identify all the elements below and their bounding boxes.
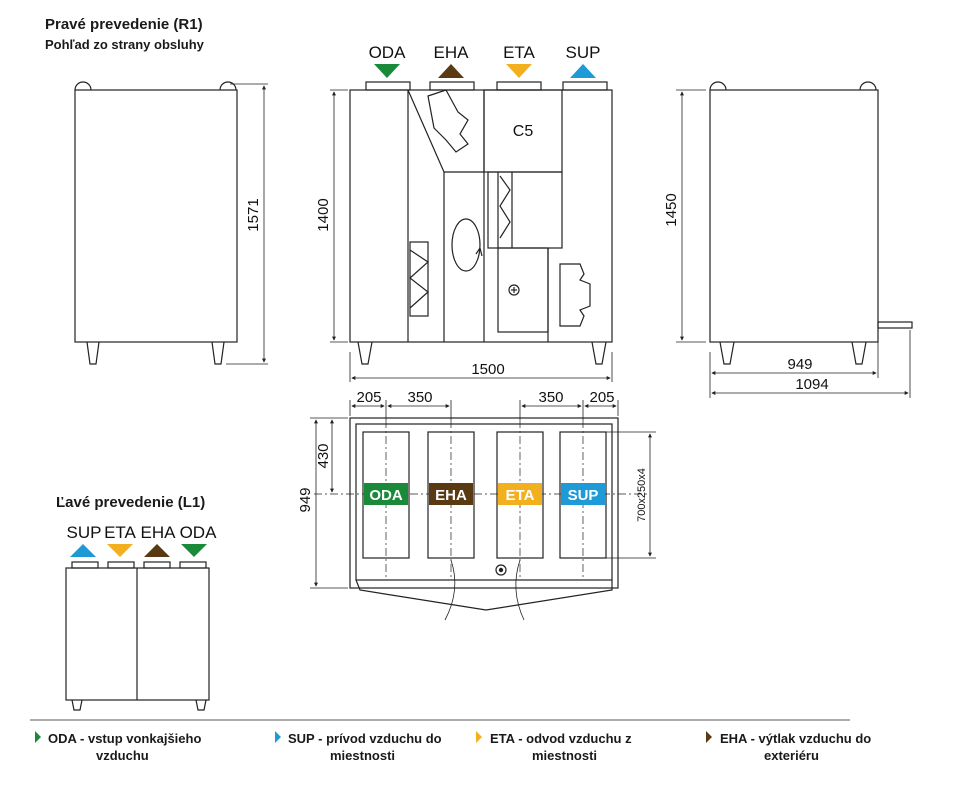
legend-eta-code: ETA	[490, 731, 515, 746]
dim-top-949: 949	[297, 487, 314, 512]
dim-top-205-left: 205	[356, 389, 381, 406]
legend-eta: ETA - odvod vzduchu z miestnosti	[490, 730, 690, 764]
l1-label-eha: EHA	[141, 523, 177, 542]
title-r1: Pravé prevedenie (R1)	[45, 16, 203, 33]
top-label-oda: ODA	[369, 487, 403, 504]
legend-eta-text: - odvod vzduchu z	[518, 731, 632, 746]
l1-label-oda: ODA	[180, 523, 218, 542]
port-label-sup: SUP	[566, 43, 601, 62]
left-side-view	[74, 81, 268, 365]
legend-eha-text2: exteriéru	[764, 748, 819, 763]
front-port-arrows	[374, 64, 596, 78]
dim-left-height: 1571	[245, 198, 262, 231]
dim-top-430: 430	[315, 443, 332, 468]
l1-port-arrows	[70, 544, 207, 557]
dim-right-depth: 949	[787, 356, 812, 373]
component-c5: C5	[513, 123, 534, 140]
dim-center-height: 1400	[315, 198, 332, 231]
legend-sup-text: - prívod vzduchu do	[318, 731, 442, 746]
legend-markers	[35, 731, 712, 743]
dim-top-205-right: 205	[589, 389, 614, 406]
legend-oda-text2: vzduchu	[96, 748, 149, 763]
l1-view	[65, 561, 210, 711]
title-l1: Ľavé prevedenie (L1)	[56, 494, 206, 511]
legend-oda-text: - vstup vonkajšieho	[80, 731, 202, 746]
dim-center-width: 1500	[471, 361, 504, 378]
top-label-eha: EHA	[435, 487, 467, 504]
legend-sup-text2: miestnosti	[330, 748, 396, 763]
dim-duct-size: 700x250x4	[636, 468, 648, 522]
l1-label-eta: ETA	[104, 523, 136, 542]
legend-eha: EHA - výtlak vzduchu do exteriéru	[720, 730, 935, 764]
top-label-sup: SUP	[568, 487, 599, 504]
port-label-oda: ODA	[369, 43, 407, 62]
legend-sup-code: SUP	[288, 731, 315, 746]
dim-top-350-left: 350	[407, 389, 432, 406]
legend-eha-text: - výtlak vzduchu do	[750, 731, 872, 746]
top-view	[310, 400, 656, 621]
subtitle-r1: Pohľad zo strany obsluhy	[45, 37, 204, 52]
legend-eha-code: EHA	[720, 731, 747, 746]
dim-top-350-right: 350	[538, 389, 563, 406]
front-view	[330, 81, 613, 382]
top-label-eta: ETA	[506, 487, 535, 504]
legend-oda: ODA - vstup vonkajšieho vzduchu	[48, 730, 268, 764]
port-label-eha: EHA	[434, 43, 470, 62]
legend-oda-code: ODA	[48, 731, 77, 746]
right-side-view	[676, 81, 913, 398]
dim-right-height: 1450	[663, 193, 680, 226]
port-label-eta: ETA	[503, 43, 535, 62]
legend-eta-text2: miestnosti	[532, 748, 598, 763]
l1-label-sup: SUP	[67, 523, 102, 542]
top-view-labels	[364, 483, 605, 505]
dim-right-total: 1094	[795, 376, 828, 393]
legend-sup: SUP - prívod vzduchu do miestnosti	[288, 730, 478, 764]
